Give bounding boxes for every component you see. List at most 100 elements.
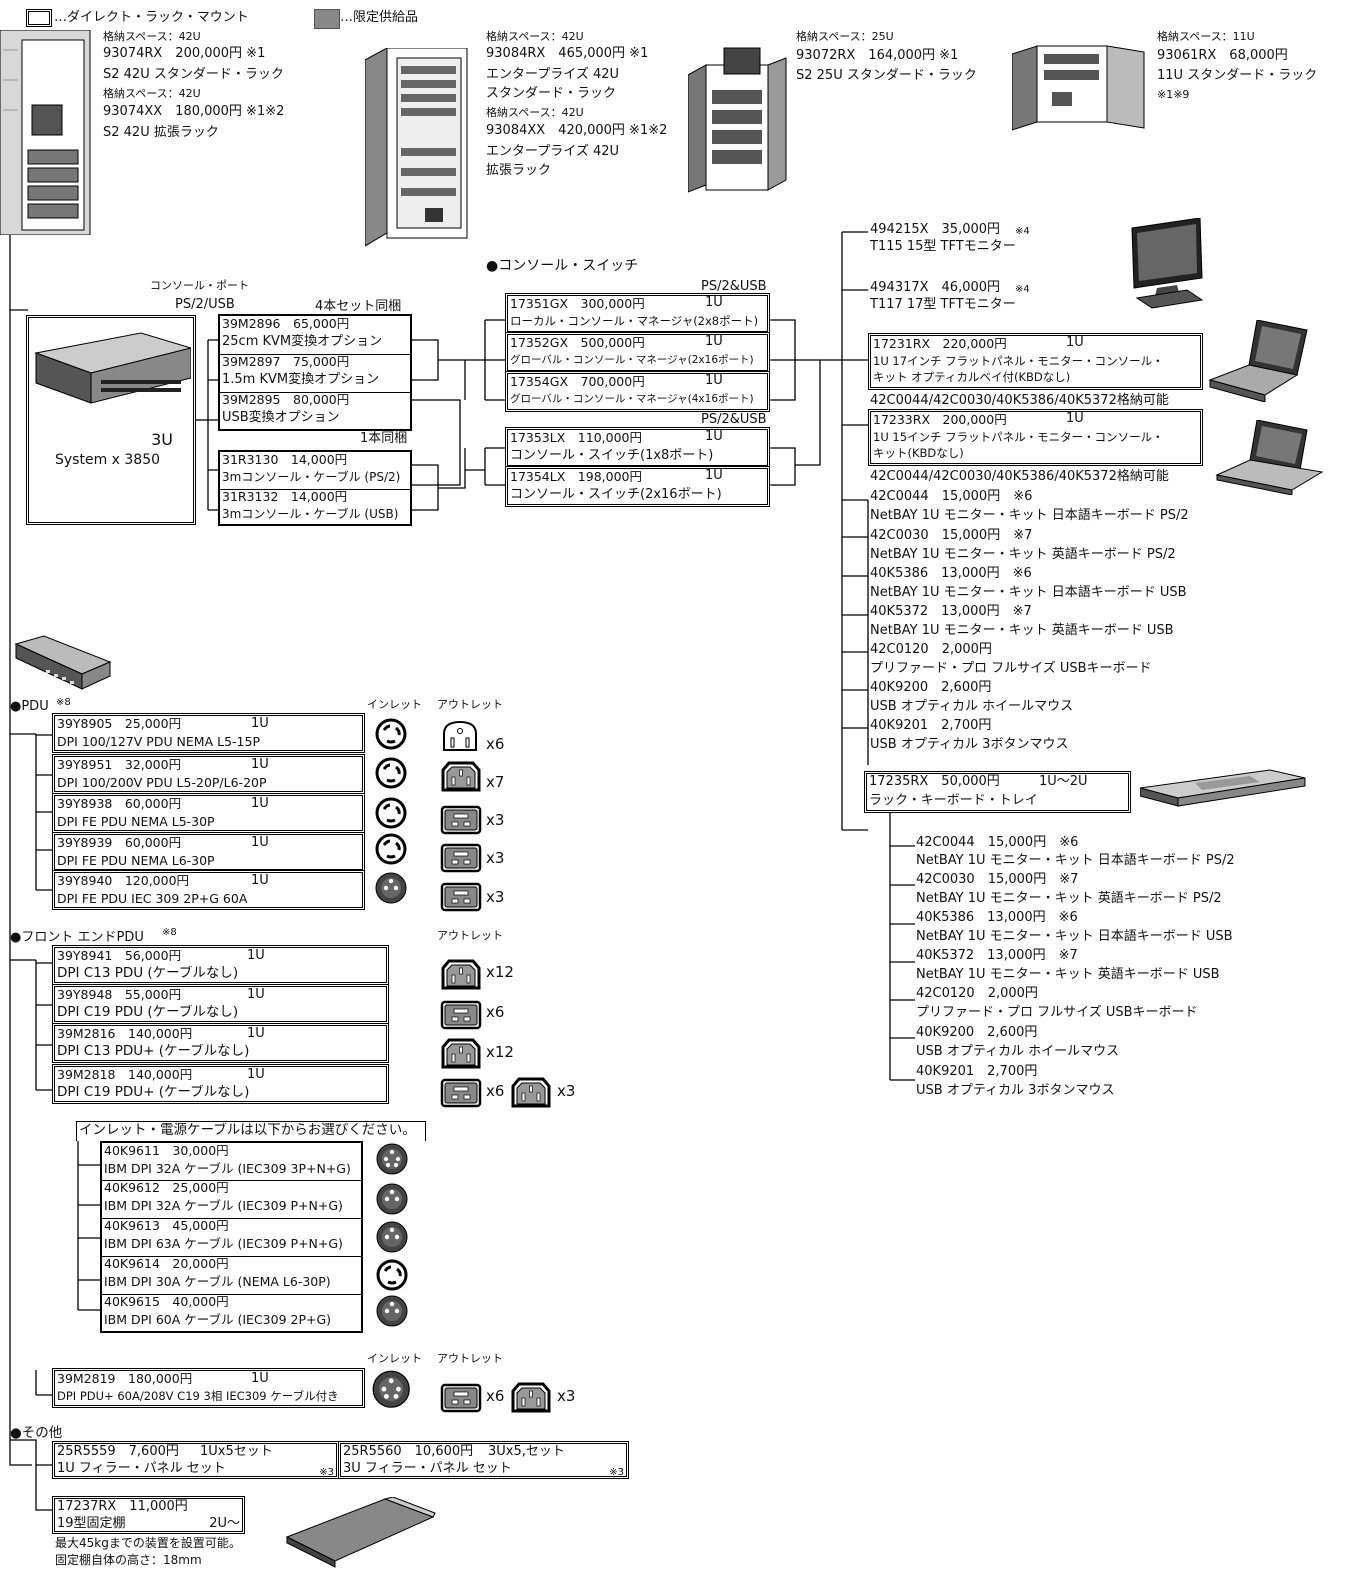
kb-a-6-id: 40K9201 2,700円 <box>870 718 992 733</box>
cable-id: 40K9611 30,000円 <box>104 1143 229 1158</box>
keyboard-tray-image <box>1140 769 1306 807</box>
pdu-title: ●PDU <box>10 699 49 714</box>
legend-direct-label: …ダイレクト・ラック・マウント <box>54 10 249 25</box>
pdu-id: 39Y8951 32,000円 <box>57 757 182 772</box>
rack-25u-line1: 格納スペース：25U <box>796 30 894 43</box>
nema-twist-icon <box>375 797 407 829</box>
manager-name: グローバル・コンソール・マネージャ(4x16ポート) <box>510 393 754 405</box>
fe-pdu-39Y8941[interactable]: 39Y8941 56,000円 1U DPI C13 PDU (ケーブルなし) <box>52 945 389 985</box>
inlet-cable-40K9611[interactable]: 40K9611 30,000円 IBM DPI 32A ケーブル (IEC309… <box>102 1143 361 1181</box>
fe-pdu-u: 1U <box>247 987 265 1002</box>
inlet-cables-group: 40K9611 30,000円 IBM DPI 32A ケーブル (IEC309… <box>100 1141 363 1333</box>
pdu-39Y8940[interactable]: 39Y8940 120,000円 1U DPI FE PDU IEC 309 2… <box>52 870 365 910</box>
kb-a-3-name: NetBAY 1U モニター・キット 英語キーボード USB <box>870 623 1174 638</box>
kb-b-3-id: 40K5372 13,000円 ※7 <box>916 948 1078 963</box>
c19-outlet-icon <box>440 1078 482 1108</box>
shelf-desc-1: 最大45kgまでの装置を設置可能。 <box>55 1536 241 1550</box>
pdu-39Y8905[interactable]: 39Y8905 25,000円 1U DPI 100/127V PDU NEMA… <box>52 713 365 753</box>
switch-name: コンソール・スイッチ(1x8ポート) <box>510 448 714 463</box>
nema-twist-icon <box>376 1259 408 1291</box>
pdu-4-count: x3 <box>486 888 505 906</box>
rack-42u-line4: 格納スペース：42U <box>103 87 201 100</box>
fe-pdu-2-count: x12 <box>486 1043 514 1061</box>
filler-note: ※3 <box>319 1467 334 1478</box>
flat-panel-17233RX[interactable]: 17233RX 200,000円 1U 1U 15インチ フラットパネル・モニタ… <box>868 409 1203 466</box>
cable-name: 3mコンソール・ケーブル (USB) <box>222 507 399 521</box>
console-manager-17351GX[interactable]: 17351GX 300,000円 1U ローカル・コンソール・マネージャ(2x8… <box>505 293 770 334</box>
rack-42u-line1: 格納スペース：42U <box>103 30 201 43</box>
manager-id: 17351GX 300,000円 <box>510 296 645 311</box>
flat-panel-17231RX-note: 42C0044/42C0030/40K5386/40K5372格納可能 <box>870 393 1169 408</box>
keyboard-tray-17235RX[interactable]: 17235RX 50,000円 1U～2U ラック・キーボード・トレイ <box>864 771 1131 813</box>
kb-b-4-id: 42C0120 2,000円 <box>916 986 1038 1001</box>
fe-pdu-3-count: x6 <box>486 1082 505 1100</box>
cable-id: 40K9615 40,000円 <box>104 1294 229 1309</box>
manager-name: グローバル・コンソール・マネージャ(2x16ポート) <box>510 354 754 366</box>
pdu-image <box>14 635 112 690</box>
inlet-cable-40K9615[interactable]: 40K9615 40,000円 IBM DPI 60A ケーブル (IEC309… <box>102 1294 361 1331</box>
manager-u: 1U <box>705 295 723 310</box>
cable-name: IBM DPI 32A ケーブル (IEC309 P+N+G) <box>104 1198 343 1213</box>
flat-panel-id: 17231RX 220,000円 <box>873 336 1007 351</box>
pdu-39Y8939[interactable]: 39Y8939 60,000円 1U DPI FE PDU NEMA L6-30… <box>52 832 365 872</box>
rack-ent-line3: エンタープライズ 42U <box>486 67 620 82</box>
pdu3-id: 39M2819 180,000円 <box>57 1371 193 1386</box>
c19-outlet-icon <box>440 882 482 912</box>
iec309-icon <box>376 1221 408 1253</box>
inlet-cable-40K9613[interactable]: 40K9613 45,000円 IBM DPI 63A ケーブル (IEC309… <box>102 1218 361 1257</box>
pdu3-count: x6 <box>486 1387 505 1405</box>
nema515-outlet-icon <box>443 721 477 751</box>
filler-25R5559[interactable]: 25R5559 7,600円 1Ux5セット 1U フィラー・パネル セット ※… <box>52 1441 339 1479</box>
filler-25R5560[interactable]: 25R5560 10,600円 3Ux5,セット 3U フィラー・パネル セット… <box>338 1441 629 1479</box>
pdu-39Y8951[interactable]: 39Y8951 32,000円 1U DPI 100/200V PDU L5-2… <box>52 754 365 794</box>
fe-pdu-39M2816[interactable]: 39M2816 140,000円 1U DPI C13 PDU+ (ケーブルなし… <box>52 1023 389 1063</box>
rack-ent-line1: 格納スペース：42U <box>486 30 584 43</box>
kb-b-0-id: 42C0044 15,000円 ※6 <box>916 835 1079 850</box>
switch-id: 17353LX 110,000円 <box>510 430 642 445</box>
console-switch-17353LX[interactable]: 17353LX 110,000円 1U コンソール・スイッチ(1x8ポート) <box>505 427 770 468</box>
console-manager-17352GX[interactable]: 17352GX 500,000円 1U グローバル・コンソール・マネージャ(2x… <box>505 332 770 373</box>
console-switch-17354LX[interactable]: 17354LX 198,000円 1U コンソール・スイッチ(2x16ポート) <box>505 466 770 507</box>
monitor-t117-name: T117 17型 TFTモニター <box>870 297 1016 312</box>
cable-name: 3mコンソール・ケーブル (PS/2) <box>222 470 401 484</box>
pdu-inlet-label: インレット <box>367 698 422 711</box>
kvm-option-15m[interactable]: 39M2897 75,000円 1.5m KVM変換オプション <box>220 354 410 393</box>
console-manager-17354GX[interactable]: 17354GX 700,000円 1U グローバル・コンソール・マネージャ(4x… <box>505 371 770 412</box>
fe-pdu-39Y8948[interactable]: 39Y8948 55,000円 1U DPI C19 PDU (ケーブルなし) <box>52 984 389 1024</box>
kvm-option-usb[interactable]: 39M2895 80,000円 USB変換オプション <box>220 392 410 429</box>
shelf-17237RX[interactable]: 17237RX 11,000円 19型固定棚 2U～ <box>52 1496 245 1534</box>
monitor-t117-note: ※4 <box>1015 284 1030 295</box>
kb-a-2-id: 40K5386 13,000円 ※6 <box>870 566 1032 581</box>
kb-b-2-id: 40K5386 13,000円 ※6 <box>916 910 1078 925</box>
fe-pdu-0-count: x12 <box>486 963 514 981</box>
pdu-39Y8938[interactable]: 39Y8938 60,000円 1U DPI FE PDU NEMA L5-30… <box>52 793 365 833</box>
flat-panel-17231RX[interactable]: 17231RX 220,000円 1U 1U 17インチ フラットパネル・モニタ… <box>868 333 1203 390</box>
console-cable-usb[interactable]: 31R3132 14,000円 3mコンソール・ケーブル (USB) <box>220 489 410 525</box>
filler-id: 25R5560 10,600円 <box>343 1444 474 1459</box>
c19-outlet-icon <box>440 1000 482 1030</box>
fe-pdu-39M2818[interactable]: 39M2818 140,000円 1U DPI C19 PDU+ (ケーブルなし… <box>52 1064 389 1104</box>
monitor-t115-name: T115 15型 TFTモニター <box>870 239 1016 254</box>
pdu-39M2819[interactable]: 39M2819 180,000円 1U DPI PDU+ 60A/208V C1… <box>52 1368 365 1408</box>
kb-a-4-name: プリファード・プロ フルサイズ USBキーボード <box>870 661 1152 676</box>
kvm-option-name: 25cm KVM変換オプション <box>222 334 383 349</box>
fe-pdu-note: ※8 <box>162 927 177 938</box>
pdu-u: 1U <box>251 716 269 731</box>
tray-id: 17235RX 50,000円 <box>869 774 1000 789</box>
fe-pdu-u: 1U <box>247 948 265 963</box>
inlet-cable-40K9612[interactable]: 40K9612 25,000円 IBM DPI 32A ケーブル (IEC309… <box>102 1180 361 1219</box>
kb-a-1-name: NetBAY 1U モニター・キット 英語キーボード PS/2 <box>870 547 1176 562</box>
pdu3-name: DPI PDU+ 60A/208V C19 3相 IEC309 ケーブル付き <box>57 1389 339 1403</box>
inlet-cable-40K9614[interactable]: 40K9614 20,000円 IBM DPI 30A ケーブル (NEMA L… <box>102 1256 361 1295</box>
kvm-option-25cm[interactable]: 39M2896 65,000円 25cm KVM変換オプション <box>220 316 410 355</box>
switch-u: 1U <box>705 468 723 483</box>
fe-pdu-name: DPI C13 PDU+ (ケーブルなし) <box>57 1044 250 1059</box>
pdu-2-count: x3 <box>486 811 505 829</box>
console-cable-ps2[interactable]: 31R3130 14,000円 3mコンソール・ケーブル (PS/2) <box>220 452 410 490</box>
fe-pdu-name: DPI C19 PDU+ (ケーブルなし) <box>57 1085 250 1100</box>
fe-pdu-title: ●フロント エンドPDU <box>10 930 144 945</box>
rack-ent-line4: スタンダード・ラック <box>486 86 617 101</box>
pdu-name: DPI FE PDU IEC 309 2P+G 60A <box>57 891 248 906</box>
rack-ent-line2: 93084RX 465,000円 ※1 <box>486 46 649 61</box>
